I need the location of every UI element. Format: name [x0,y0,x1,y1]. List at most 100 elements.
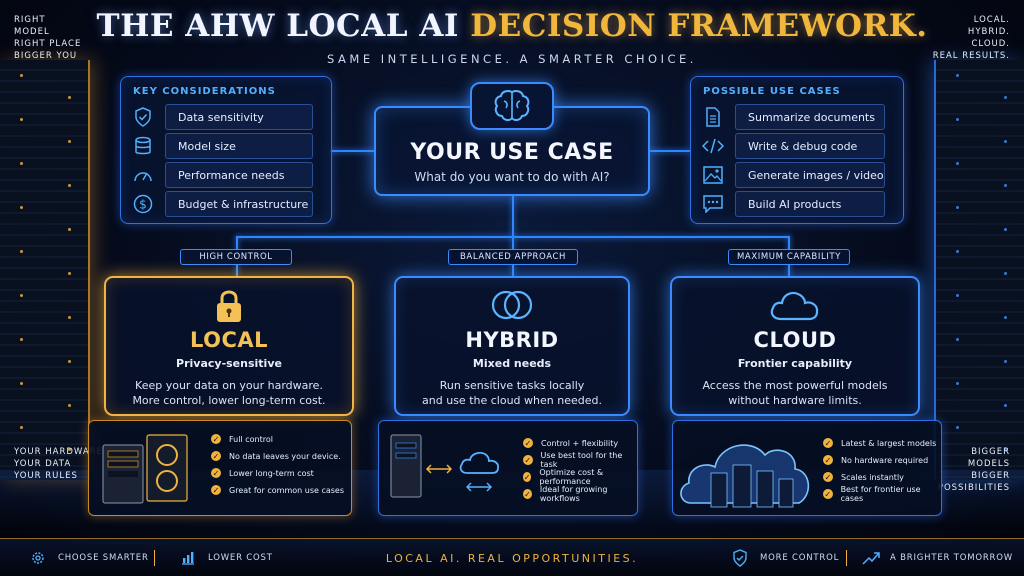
rack-light [956,206,959,209]
rack-light [1004,404,1007,407]
database-icon [131,134,155,158]
option-description: Keep your data on your hardware.More con… [132,379,326,407]
check-icon: ✓ [823,489,833,499]
benefits-panel-hybrid: ✓Control + flexibility ✓Use best tool fo… [378,420,638,516]
use-case-item: Generate images / video [701,162,885,188]
benefit-item: ✓Best for frontier use cases [823,485,921,503]
option-name: CLOUD [753,328,837,352]
option-card-hybrid: HYBRID Mixed needs Run sensitive tasks l… [394,276,630,416]
benefits-panel-local: ✓Full control ✓No data leaves your devic… [88,420,352,516]
overlapping-circles-icon [396,288,628,324]
side-text-left: YOUR HARDWARE YOUR DATA YOUR RULES [14,447,103,481]
rack-light [68,404,71,407]
rack-light [956,294,959,297]
check-icon: ✓ [523,438,533,448]
shield-check-icon [131,105,155,129]
consideration-label: Performance needs [165,162,313,188]
option-name: LOCAL [189,328,269,352]
connector-horizontal [236,236,790,238]
rack-light [1004,184,1007,187]
use-case-label: Generate images / video [735,162,885,188]
option-card-cloud: CLOUD Frontier capability Access the mos… [670,276,920,416]
key-considerations-heading: KEY CONSIDERATIONS [133,86,276,97]
rack-light [1004,360,1007,363]
consideration-label: Model size [165,133,313,159]
rack-light [956,338,959,341]
use-cases-panel: POSSIBLE USE CASES Summarize documents W… [690,76,904,224]
use-cases-heading: POSSIBLE USE CASES [703,86,841,97]
benefit-item: ✓Optimize cost & performance [523,468,604,486]
key-considerations-panel: KEY CONSIDERATIONS Data sensitivity Mode… [120,76,332,224]
title-part-2: DECISION FRAMEWORK. [470,8,928,44]
use-case-item: Write & debug code [701,133,885,159]
consideration-label: Budget & infrastructure [165,191,313,217]
image-icon [701,163,725,187]
rack-light [1004,228,1007,231]
consideration-item: Data sensitivity [131,104,313,130]
rack-light [68,96,71,99]
rack-light [68,184,71,187]
rack-light [20,250,23,253]
padlock-icon [106,288,352,324]
check-icon: ✓ [523,472,532,482]
consideration-item: Performance needs [131,162,313,188]
benefit-item: ✓Scales instantly [823,472,904,482]
footer-item-more-control: MORE CONTROL [732,539,839,576]
rack-light [68,140,71,143]
rack-light [956,250,959,253]
use-case-item: Summarize documents [701,104,885,130]
trend-up-icon [862,551,880,565]
benefit-item: ✓Use best tool for the task [523,451,623,469]
check-icon: ✓ [211,434,221,444]
benefits-panel-cloud: ✓Latest & largest models ✓No hardware re… [672,420,942,516]
rack-light [956,162,959,165]
use-case-label: Summarize documents [735,104,885,130]
cloud-datacenter-illustration [677,423,817,513]
option-subtitle: Frontier capability [737,357,853,370]
footer-item-choose-smarter: CHOOSE SMARTER [30,539,149,576]
cloud-icon [672,288,918,324]
benefit-item: ✓Great for common use cases [211,485,345,495]
use-case-title: YOUR USE CASE [410,140,614,165]
rack-light [20,294,23,297]
rack-light [1004,96,1007,99]
rack-light [68,272,71,275]
rack-light [68,316,71,319]
rack-light [68,228,71,231]
connector-to-considerations [330,150,374,152]
rack-light [956,118,959,121]
brain-icon [470,82,554,130]
rack-light [956,426,959,429]
consideration-item: $ Budget & infrastructure [131,191,313,217]
svg-text:$: $ [139,198,147,212]
rack-light [68,448,71,451]
rack-light [1004,448,1007,451]
option-subtitle: Privacy-sensitive [176,357,282,370]
benefit-item: ✓Ideal for growing workflows [523,485,608,503]
title-part-1: THE AHW LOCAL AI [96,8,471,44]
consideration-item: Model size [131,133,313,159]
use-case-label: Write & debug code [735,133,885,159]
rack-light [1004,316,1007,319]
bar-chart-icon [180,550,196,566]
benefit-item: ✓No hardware required [823,455,929,465]
benefit-item: ✓Lower long-term cost [211,468,314,478]
tag-maximum-capability: MAXIMUM CAPABILITY [728,249,850,265]
rack-light [1004,140,1007,143]
check-icon: ✓ [211,485,221,495]
corner-text-top-left: RIGHT MODEL RIGHT PLACE BIGGER YOU [14,15,82,61]
benefit-item: ✓Full control [211,434,273,444]
check-icon: ✓ [823,472,833,482]
check-icon: ✓ [211,451,221,461]
benefit-item: ✓Control + flexibility [523,438,619,448]
option-name: HYBRID [465,328,559,352]
check-icon: ✓ [211,468,221,478]
page-title: THE AHW LOCAL AI DECISION FRAMEWORK. [0,8,1024,44]
code-icon [701,134,725,158]
rack-light [956,382,959,385]
footer-divider [154,550,155,566]
check-icon: ✓ [823,455,833,465]
rack-light [20,118,23,121]
